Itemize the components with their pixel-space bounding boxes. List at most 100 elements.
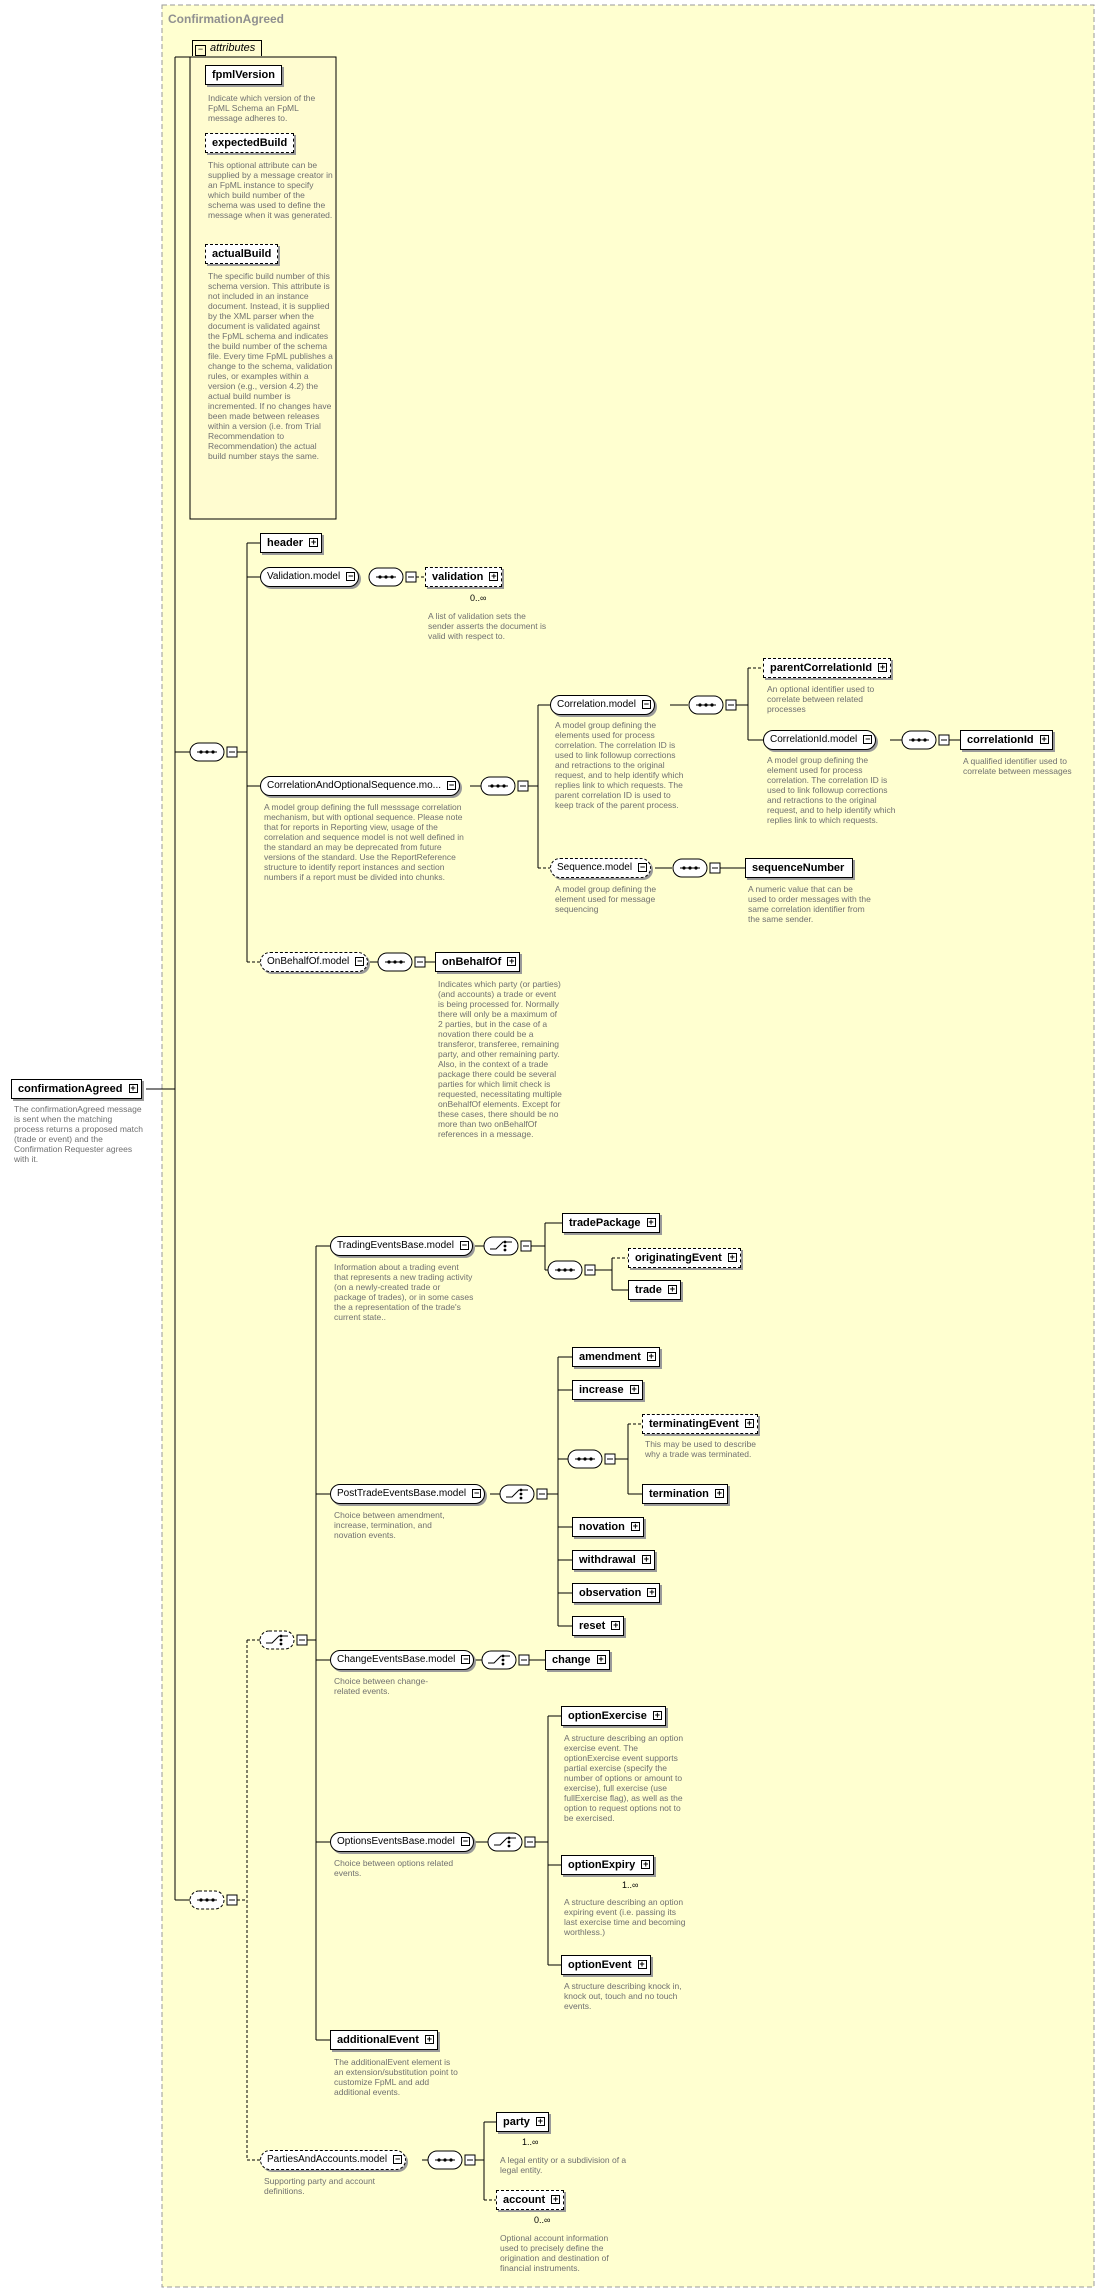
collapse-icon[interactable]: −: [447, 780, 456, 790]
expand-icon[interactable]: +: [714, 1488, 724, 1498]
withdrawal-element[interactable]: withdrawal+: [572, 1550, 655, 1570]
options-events-model-group[interactable]: OptionsEventsBase.model−: [330, 1832, 474, 1852]
sequence-number-desc: A numeric value that can be used to orde…: [748, 884, 871, 924]
root-desc: The confirmationAgreed message is sent w…: [14, 1104, 143, 1164]
expand-icon[interactable]: +: [727, 1252, 737, 1262]
option-expiry-element[interactable]: optionExpiry+: [561, 1855, 655, 1875]
sequence-compositor-icon[interactable]: [377, 952, 426, 972]
expand-icon[interactable]: +: [551, 2194, 561, 2204]
root-element[interactable]: confirmationAgreed+: [11, 1079, 142, 1099]
collapse-icon[interactable]: −: [195, 45, 206, 56]
expand-icon[interactable]: +: [489, 571, 499, 581]
collapse-icon[interactable]: −: [461, 1654, 471, 1664]
attributes-tab[interactable]: −attributes: [192, 40, 263, 56]
sequence-compositor-icon[interactable]: [567, 1449, 616, 1469]
amendment-element[interactable]: amendment+: [572, 1347, 660, 1367]
sequence-model-group[interactable]: Sequence.model−: [550, 858, 652, 878]
validation-element[interactable]: validation+: [425, 567, 503, 587]
choice-compositor-icon[interactable]: [499, 1484, 548, 1504]
sequence-compositor-icon[interactable]: [672, 858, 721, 878]
collapse-icon[interactable]: −: [460, 1836, 470, 1846]
expand-icon[interactable]: +: [667, 1284, 677, 1294]
expand-icon[interactable]: +: [641, 1859, 651, 1869]
choice-compositor-icon[interactable]: [481, 1650, 530, 1670]
expand-icon[interactable]: +: [878, 662, 888, 672]
option-event-element[interactable]: optionEvent+: [561, 1955, 651, 1975]
expand-icon[interactable]: +: [629, 1384, 639, 1394]
collapse-icon[interactable]: −: [459, 1240, 469, 1250]
choice-compositor-icon[interactable]: [487, 1832, 536, 1852]
collapse-icon[interactable]: −: [393, 2154, 403, 2164]
account-element[interactable]: account+: [496, 2190, 565, 2210]
onbehalfof-element[interactable]: onBehalfOf+: [435, 952, 521, 972]
header-element[interactable]: header+: [260, 533, 323, 553]
party-multiplicity: 1..∞: [522, 2137, 539, 2147]
trade-element[interactable]: trade+: [628, 1280, 681, 1300]
attr-actualBuild[interactable]: actualBuild: [205, 244, 279, 264]
expand-icon[interactable]: +: [637, 1959, 647, 1969]
change-events-model-group[interactable]: ChangeEventsBase.model−: [330, 1650, 475, 1670]
sequence-compositor-icon[interactable]: [688, 695, 737, 715]
expand-icon[interactable]: +: [641, 1554, 651, 1564]
parties-accounts-model-group[interactable]: PartiesAndAccounts.model−: [260, 2150, 407, 2170]
attr-desc: Indicate which version of the FpML Schem…: [208, 93, 316, 123]
expand-icon[interactable]: +: [507, 956, 517, 966]
reset-element[interactable]: reset+: [572, 1616, 625, 1636]
corr-opt-seq-group[interactable]: CorrelationAndOptionalSequence.mo...−: [260, 776, 460, 796]
node-label: Correlation.model: [557, 699, 636, 710]
expand-icon[interactable]: +: [611, 1620, 621, 1630]
sequence-compositor-icon[interactable]: [189, 742, 238, 762]
termination-element[interactable]: termination+: [642, 1484, 728, 1504]
expand-icon[interactable]: +: [646, 1217, 656, 1227]
correlation-model-group[interactable]: Correlation.model−: [550, 695, 655, 715]
collapse-icon[interactable]: −: [355, 956, 365, 966]
expand-icon[interactable]: +: [535, 2116, 545, 2126]
collapse-icon[interactable]: −: [346, 571, 356, 581]
expand-icon[interactable]: +: [646, 1351, 656, 1361]
correlation-id-element[interactable]: correlationId+: [960, 730, 1053, 750]
change-element[interactable]: change+: [545, 1650, 610, 1670]
collapse-icon[interactable]: −: [638, 862, 648, 872]
trading-events-model-group[interactable]: TradingEventsBase.model−: [330, 1236, 473, 1256]
party-element[interactable]: party+: [496, 2112, 549, 2132]
expand-icon[interactable]: +: [630, 1521, 640, 1531]
expand-icon[interactable]: +: [309, 537, 319, 547]
collapse-icon[interactable]: −: [472, 1488, 482, 1498]
expand-icon[interactable]: +: [424, 2034, 434, 2044]
additional-event-element[interactable]: additionalEvent+: [330, 2030, 438, 2050]
originating-event-element[interactable]: originatingEvent+: [628, 1248, 741, 1268]
validation-model-group[interactable]: Validation.model−: [260, 567, 360, 587]
expand-icon[interactable]: +: [744, 1418, 754, 1428]
expand-icon[interactable]: +: [128, 1083, 138, 1093]
choice-compositor-icon[interactable]: [259, 1630, 308, 1650]
sequence-compositor-icon[interactable]: [368, 567, 417, 587]
collapse-icon[interactable]: −: [641, 699, 651, 709]
sequence-compositor-icon[interactable]: [189, 1890, 238, 1910]
option-exercise-element[interactable]: optionExercise+: [561, 1706, 666, 1726]
sequence-compositor-icon[interactable]: [547, 1260, 596, 1280]
choice-compositor-icon[interactable]: [483, 1236, 532, 1256]
expand-icon[interactable]: +: [596, 1654, 606, 1664]
correlation-id-model-group[interactable]: CorrelationId.model−: [763, 730, 877, 750]
novation-element[interactable]: novation+: [572, 1517, 644, 1537]
sequence-number-element[interactable]: sequenceNumber: [745, 858, 854, 878]
expand-icon[interactable]: +: [1039, 734, 1049, 744]
parent-correlation-id-element[interactable]: parentCorrelationId+: [763, 658, 892, 678]
parent-correlation-id-desc: An optional identifier used to correlate…: [767, 684, 875, 714]
expand-icon[interactable]: +: [647, 1587, 657, 1597]
sequence-compositor-icon[interactable]: [901, 730, 950, 750]
observation-element[interactable]: observation+: [572, 1583, 661, 1603]
option-event-desc: A structure describing knock in, knock o…: [564, 1981, 682, 2011]
node-label: ChangeEventsBase.model: [337, 1654, 456, 1665]
onbehalfof-model-group[interactable]: OnBehalfOf.model−: [260, 952, 369, 972]
attr-fpmlVersion[interactable]: fpmlVersion: [205, 65, 282, 85]
attr-expectedBuild[interactable]: expectedBuild: [205, 133, 295, 153]
trade-package-element[interactable]: tradePackage+: [562, 1213, 660, 1233]
increase-element[interactable]: increase+: [572, 1380, 643, 1400]
post-trade-events-model-group[interactable]: PostTradeEventsBase.model−: [330, 1484, 486, 1504]
terminating-event-element[interactable]: terminatingEvent+: [642, 1414, 758, 1434]
collapse-icon[interactable]: −: [863, 734, 873, 744]
sequence-compositor-icon[interactable]: [427, 2150, 476, 2170]
sequence-compositor-icon[interactable]: [480, 776, 529, 796]
expand-icon[interactable]: +: [652, 1710, 662, 1720]
